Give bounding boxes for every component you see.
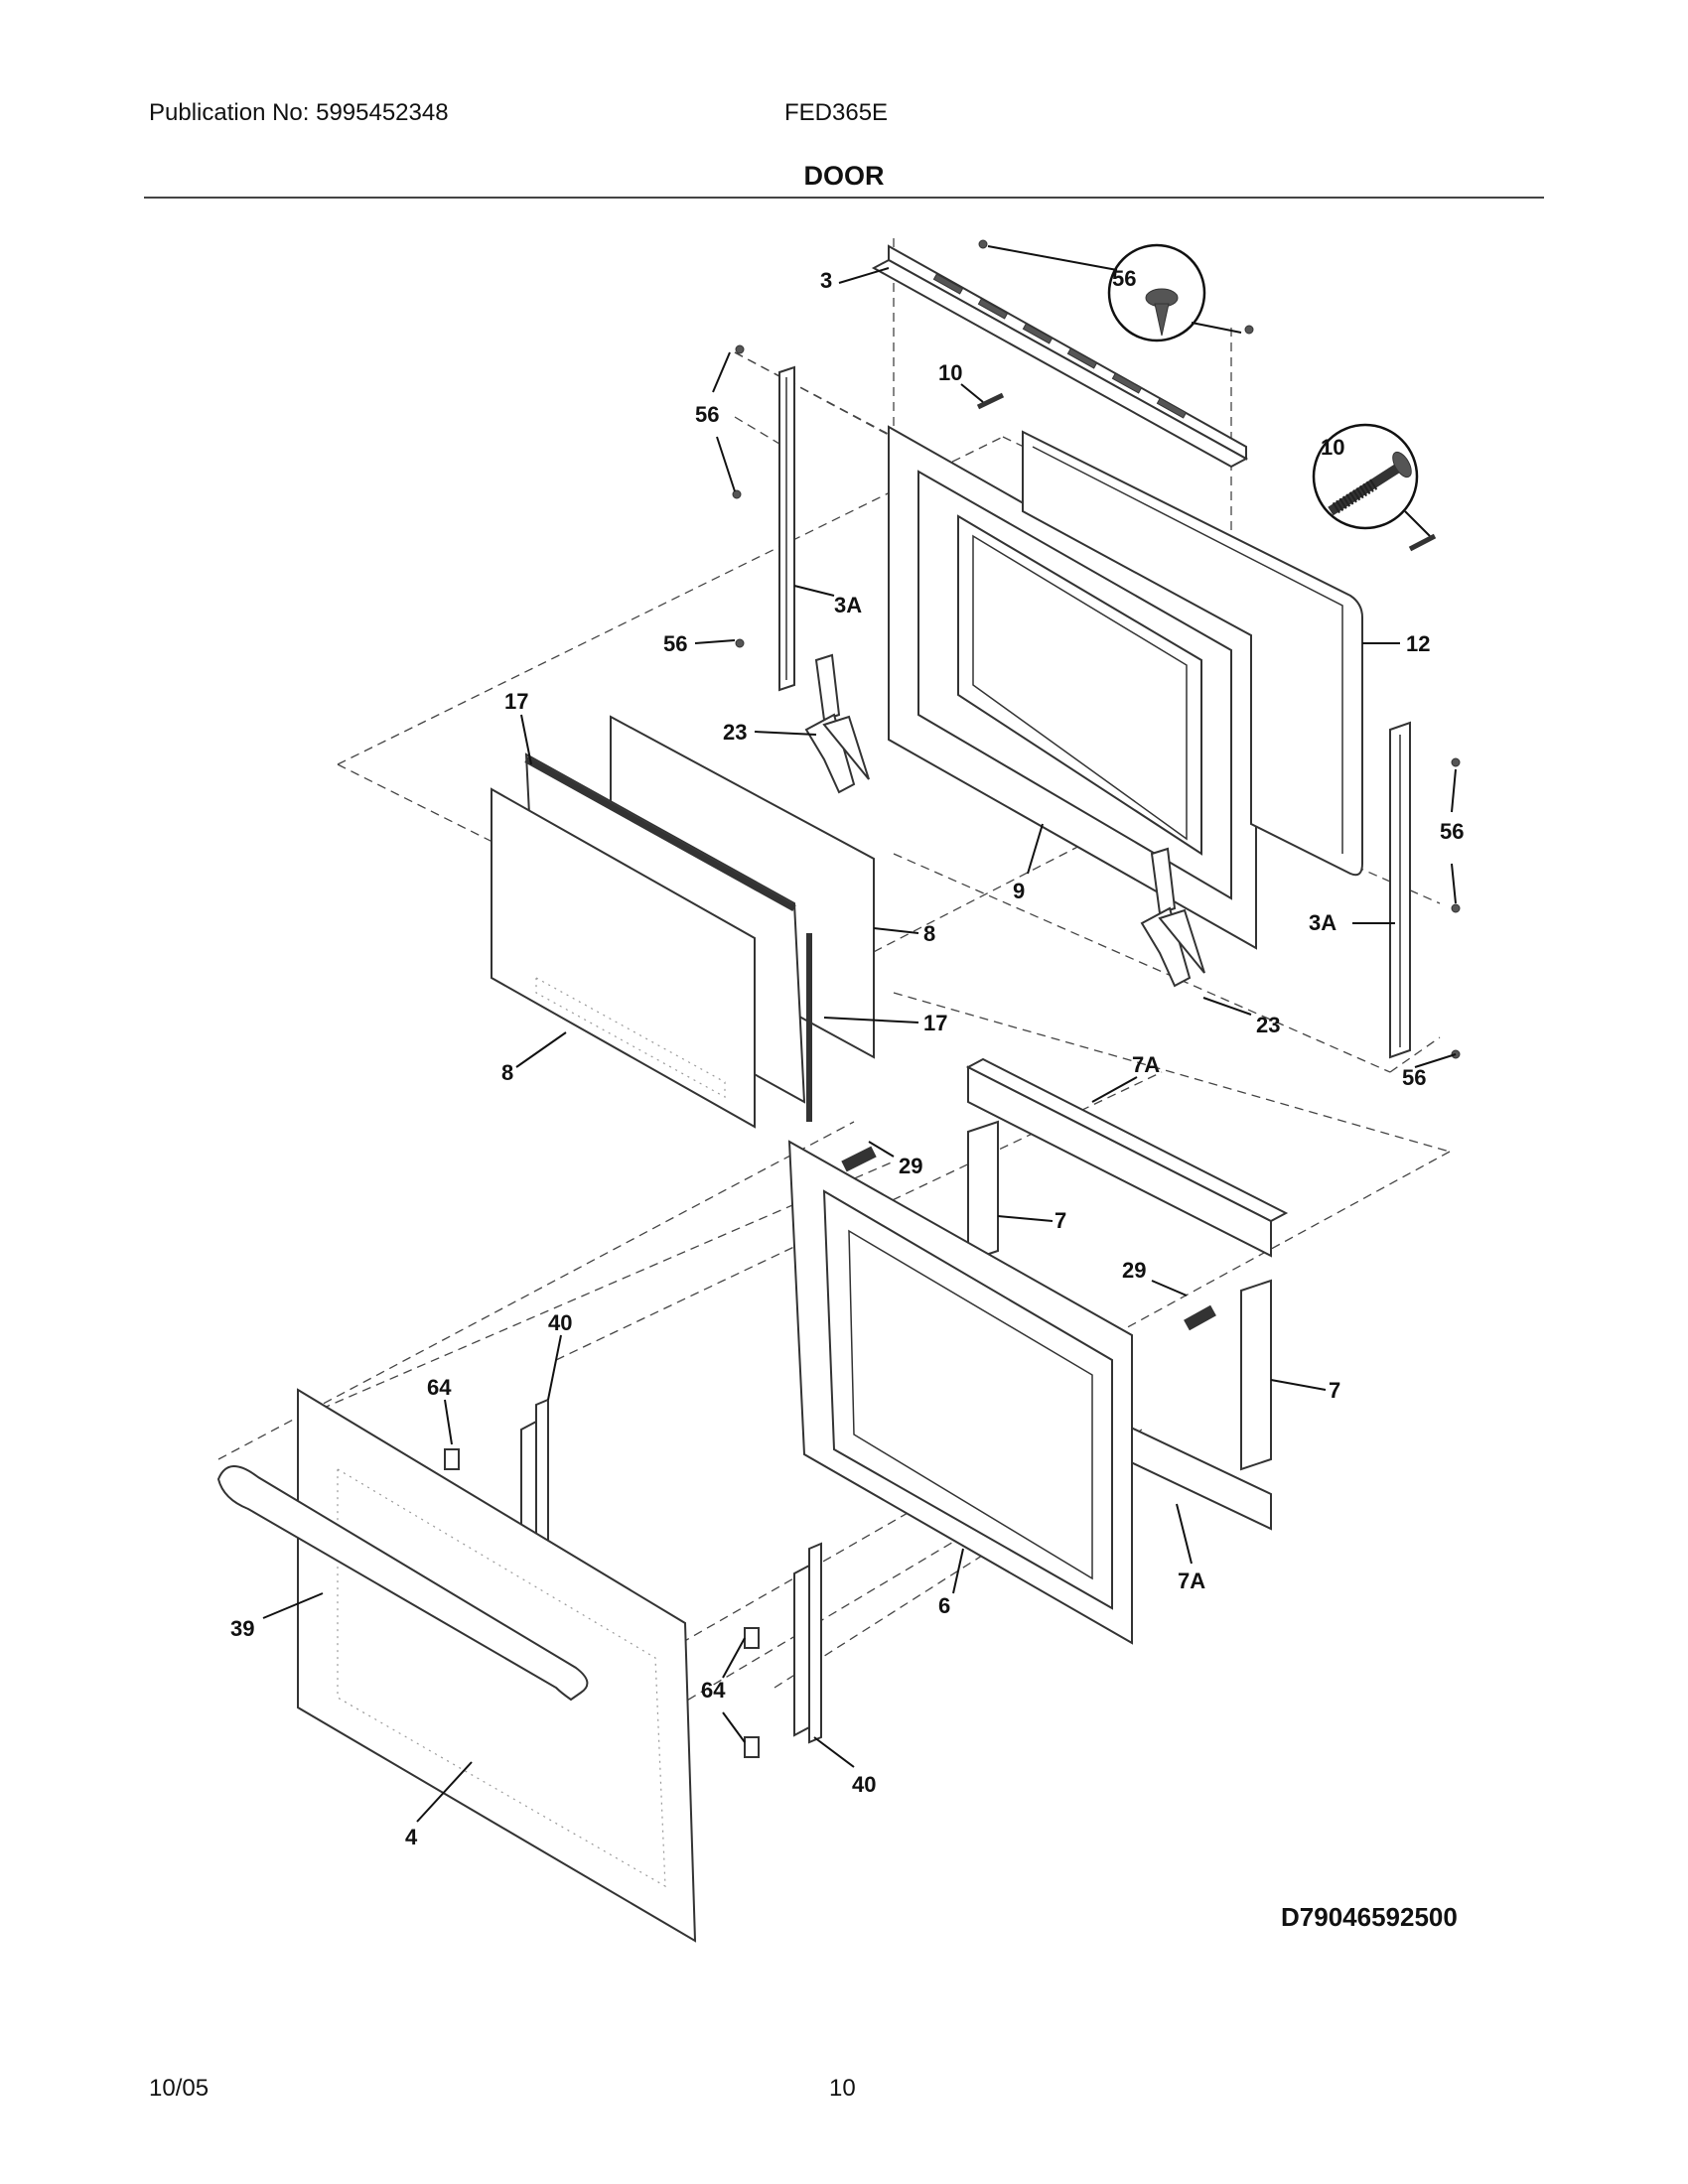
label-6: 6 bbox=[938, 1593, 950, 1618]
insulation-right-part bbox=[1240, 1279, 1272, 1471]
page-number: 10 bbox=[829, 2075, 856, 2102]
hinge-pin-detail-callout bbox=[1312, 423, 1431, 537]
hinge-pin-part bbox=[1408, 533, 1437, 552]
label-64: 64 bbox=[701, 1678, 726, 1703]
hinge-right-part bbox=[1140, 847, 1205, 988]
spacer-part bbox=[744, 1627, 760, 1649]
right-side-trim-part bbox=[1389, 721, 1411, 1059]
label-39: 39 bbox=[230, 1616, 254, 1641]
label-17: 17 bbox=[923, 1011, 947, 1035]
model-number: FED365E bbox=[784, 99, 889, 126]
label-7A: 7A bbox=[1132, 1052, 1160, 1077]
spacer-part bbox=[744, 1736, 760, 1758]
screw-icon bbox=[735, 344, 745, 354]
section-title: DOOR bbox=[803, 161, 885, 191]
label-40: 40 bbox=[548, 1310, 572, 1335]
label-64: 64 bbox=[427, 1375, 452, 1400]
label-56: 56 bbox=[1440, 819, 1464, 844]
leader-lines bbox=[262, 267, 1457, 1823]
label-8: 8 bbox=[501, 1060, 513, 1085]
insulation-top-part bbox=[965, 1057, 1289, 1258]
label-10: 10 bbox=[938, 360, 962, 385]
label-4: 4 bbox=[405, 1825, 418, 1849]
label-3A: 3A bbox=[1309, 910, 1336, 935]
screw-icon bbox=[1451, 757, 1461, 767]
label-3A: 3A bbox=[834, 593, 862, 617]
screw-icon bbox=[1451, 903, 1461, 913]
label-23: 23 bbox=[1256, 1013, 1280, 1037]
inner-door-frame-part bbox=[888, 425, 1257, 950]
label-56: 56 bbox=[1402, 1065, 1426, 1090]
inner-glass-stack-part bbox=[491, 752, 806, 1129]
label-7A: 7A bbox=[1178, 1569, 1205, 1593]
label-56: 56 bbox=[1112, 266, 1136, 291]
label-29: 29 bbox=[1122, 1258, 1146, 1283]
publication-number: Publication No: 5995452348 bbox=[149, 99, 449, 126]
roller-part bbox=[841, 1146, 877, 1172]
label-3: 3 bbox=[820, 268, 832, 293]
footer-date: 10/05 bbox=[149, 2075, 210, 2102]
label-56: 56 bbox=[695, 402, 719, 427]
window-frame-part bbox=[1022, 430, 1363, 877]
screw-icon bbox=[1244, 325, 1254, 335]
door-handle-part bbox=[216, 1465, 589, 1702]
top-trim-part bbox=[871, 244, 1249, 469]
hinge-bracket-lower-part bbox=[793, 1542, 822, 1744]
screw-icon bbox=[978, 239, 988, 249]
spacer-part bbox=[444, 1448, 460, 1470]
outer-door-panel-part bbox=[297, 1388, 697, 1943]
left-side-trim-part bbox=[778, 365, 795, 692]
label-9: 9 bbox=[1013, 879, 1025, 903]
label-56: 56 bbox=[663, 631, 687, 656]
insulation-left-part bbox=[967, 1120, 999, 1263]
diagram-reference-code: D79046592500 bbox=[1281, 1902, 1458, 1932]
header-rule bbox=[144, 197, 1544, 199]
screw-icon bbox=[732, 489, 742, 499]
label-40: 40 bbox=[852, 1772, 876, 1797]
hinge-pin-part bbox=[976, 392, 1005, 410]
door-liner-part bbox=[787, 1140, 1133, 1645]
label-12: 12 bbox=[1406, 631, 1430, 656]
roller-part bbox=[1184, 1304, 1216, 1331]
label-23: 23 bbox=[723, 720, 747, 745]
screw-icon bbox=[735, 638, 745, 648]
label-7: 7 bbox=[1329, 1378, 1340, 1403]
gasket-strip-part bbox=[524, 755, 796, 912]
label-17: 17 bbox=[504, 689, 528, 714]
screw-detail-callout bbox=[987, 243, 1242, 342]
hinge-left-part bbox=[804, 653, 870, 794]
label-10: 10 bbox=[1321, 435, 1344, 460]
label-8: 8 bbox=[923, 921, 935, 946]
label-7: 7 bbox=[1055, 1208, 1066, 1233]
part-labels: 3 56 10 56 10 3A 12 56 17 23 56 9 3A 8 1… bbox=[230, 266, 1464, 1849]
label-29: 29 bbox=[899, 1154, 922, 1178]
